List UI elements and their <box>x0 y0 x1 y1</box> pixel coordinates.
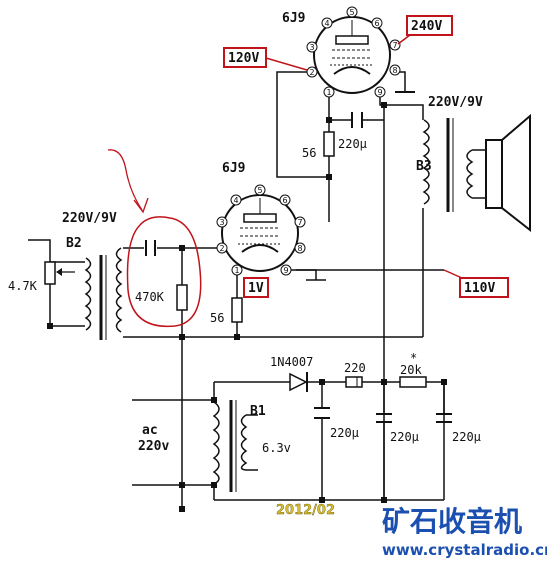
annotation-1v: 1V <box>243 277 269 298</box>
lower-pin-7: 7 <box>297 218 302 227</box>
output-transformer <box>422 118 486 212</box>
upper-tube-label: 6J9 <box>282 11 305 26</box>
upper-cathode-resistor <box>323 131 335 157</box>
filter-resistor-2-label: 20k <box>400 363 422 377</box>
lower-pin-1: 1 <box>234 266 239 275</box>
annotation-240v: 240V <box>397 15 453 45</box>
lower-tube-label: 6J9 <box>222 161 245 176</box>
upper-pin-6: 6 <box>374 19 379 28</box>
watermark-url: www.crystalradio.cn <box>382 541 547 559</box>
filter-resistor-2-mark: * <box>410 351 417 365</box>
svg-text:110V: 110V <box>464 281 495 296</box>
heater-voltage-label: 6.3v <box>262 441 291 455</box>
input-transformer <box>84 247 123 340</box>
red-highlight-circle <box>126 216 202 328</box>
power-transformer <box>212 400 248 492</box>
upper-pin-2: 2 <box>309 68 314 77</box>
lower-pin-2: 2 <box>219 244 224 253</box>
annotation-110v: 110V <box>443 269 509 298</box>
upper-cathode-resistor-label: 56 <box>302 146 316 160</box>
filter-cap-1-label: 220µ <box>330 426 359 440</box>
lower-pin-9: 9 <box>283 266 288 275</box>
filter-cap-2-label: 220µ <box>390 430 419 444</box>
upper-tube-pins <box>306 6 401 98</box>
upper-pin-1: 1 <box>326 88 331 97</box>
lower-pin-3: 3 <box>219 218 224 227</box>
annotation-120v: 120V <box>223 47 308 71</box>
input-transformer-rating: 220V/9V <box>62 211 117 226</box>
wires <box>28 71 445 510</box>
upper-pin-3: 3 <box>309 43 314 52</box>
junction-dots <box>47 102 447 512</box>
svg-text:1V: 1V <box>248 281 264 296</box>
filter-resistor-1-label: 220 <box>344 361 366 375</box>
filter-cap-3-label: 220µ <box>452 430 481 444</box>
volume-potentiometer <box>44 261 56 285</box>
lower-tube-pins <box>216 184 306 276</box>
upper-pin-9: 9 <box>377 88 382 97</box>
upper-pin-7: 7 <box>392 41 397 50</box>
red-arrow-icon <box>107 149 143 211</box>
watermark-date: 2012/02 <box>276 503 335 518</box>
lower-pin-8: 8 <box>297 244 302 253</box>
grid-resistor <box>176 284 188 311</box>
filter-capacitor-3 <box>436 413 452 423</box>
power-transformer-label: B1 <box>250 404 266 419</box>
upper-pin-4: 4 <box>324 19 329 28</box>
svg-text:120V: 120V <box>228 51 259 66</box>
ac-label: ac <box>142 423 158 438</box>
watermark-brand: 矿石收音机 <box>382 505 522 538</box>
output-transformer-rating: 220V/9V <box>428 95 483 110</box>
potentiometer-label: 4.7K <box>8 279 38 293</box>
upper-cathode-capacitor <box>351 112 363 128</box>
lower-cathode-resistor <box>231 297 243 323</box>
lower-pin-5: 5 <box>257 186 262 195</box>
filter-resistor-2 <box>399 376 427 388</box>
lower-tube: 1 2 3 4 5 6 7 8 9 6J9 <box>216 161 306 276</box>
upper-pin-5: 5 <box>349 8 354 17</box>
output-transformer-label: B3 <box>416 159 432 174</box>
svg-text:240V: 240V <box>411 19 442 34</box>
lower-pin-6: 6 <box>282 196 287 205</box>
diode-label: 1N4007 <box>270 355 313 369</box>
upper-cathode-cap-label: 220µ <box>338 137 367 151</box>
input-transformer-label: B2 <box>66 236 82 251</box>
lower-pin-4: 4 <box>233 196 238 205</box>
grid-resistor-label: 470K <box>135 290 165 304</box>
speaker-icon <box>485 113 531 233</box>
rectifier-diode <box>289 372 308 392</box>
filter-capacitor-1 <box>314 407 330 419</box>
upper-pin-8: 8 <box>392 66 397 75</box>
lower-cathode-resistor-label: 56 <box>210 311 224 325</box>
ac-voltage-label: 220v <box>138 439 169 454</box>
filter-resistor-1 <box>345 376 363 388</box>
input-coupling-capacitor <box>145 240 156 256</box>
filter-capacitor-2 <box>376 413 392 500</box>
upper-tube: 1 2 3 4 5 6 7 8 9 6J9 <box>282 6 401 98</box>
